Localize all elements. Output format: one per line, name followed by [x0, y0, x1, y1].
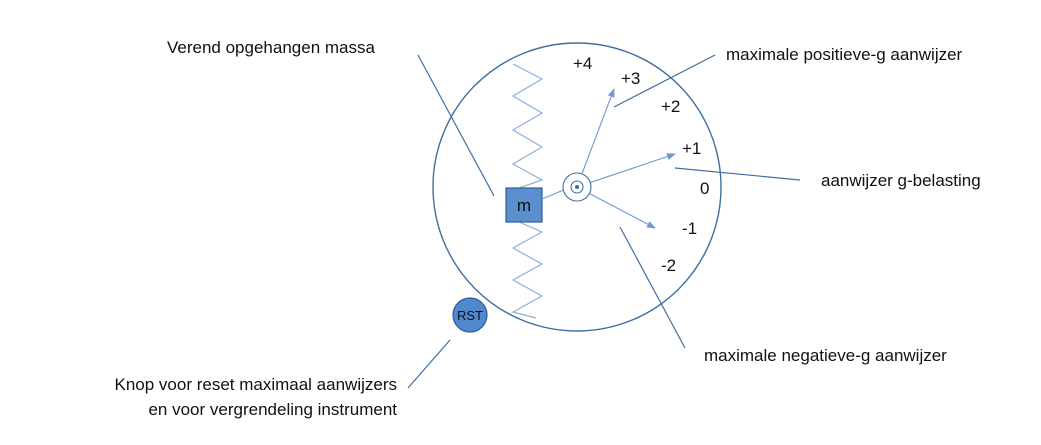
label-reset-line1: Knop voor reset maximaal aanwijzers	[114, 375, 397, 394]
scale-label-minus1: -1	[682, 219, 697, 238]
mass-label: m	[517, 196, 531, 215]
scale-label-plus4: +4	[573, 54, 592, 73]
leader-max-positive	[613, 54, 716, 108]
label-spring-mass: Verend opgehangen massa	[167, 38, 375, 57]
mass-block	[505, 187, 543, 223]
pivot-inner	[570, 180, 584, 194]
label-max-negative: maximale negatieve-g aanwijzer	[704, 346, 947, 365]
scale-label-plus1: +1	[682, 139, 701, 158]
label-max-positive: maximale positieve-g aanwijzer	[726, 45, 963, 64]
leader-max-negative	[619, 226, 686, 349]
g-load-pointer	[576, 153, 676, 188]
label-g-load: aanwijzer g-belasting	[821, 171, 981, 190]
leader-spring-mass	[417, 54, 495, 197]
scale-label-plus3: +3	[621, 69, 640, 88]
scale-label-plus2: +2	[661, 97, 680, 116]
max-positive-pointer	[576, 88, 615, 188]
upper-spring	[511, 63, 544, 189]
reset-button[interactable]	[452, 297, 488, 333]
leader-reset-button	[407, 339, 451, 389]
instrument-dial	[432, 42, 722, 332]
max-negative-pointer	[576, 186, 656, 229]
pivot-center	[575, 185, 579, 189]
lower-spring	[511, 221, 544, 319]
reset-button-label: RST	[457, 308, 483, 323]
label-reset-line2: en voor vergrendeling instrument	[148, 400, 397, 419]
scale-label-zero: 0	[700, 179, 709, 198]
scale-label-minus2: -2	[661, 256, 676, 275]
leader-g-load	[674, 167, 801, 181]
mass-link	[541, 188, 567, 200]
